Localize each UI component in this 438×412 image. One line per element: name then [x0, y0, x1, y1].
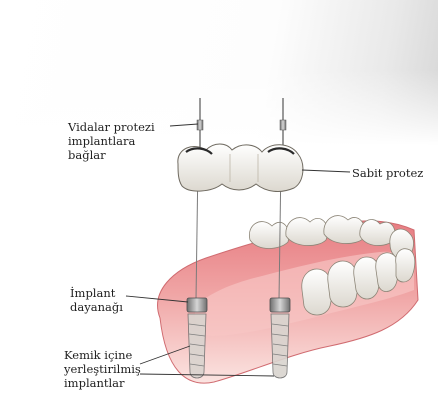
fixed-prosthesis	[178, 144, 303, 191]
label-screws: Vidalar protezi implantlara bağlar	[68, 120, 155, 162]
label-implants: Kemik içine yerleştirilmiş implantlar	[64, 348, 141, 390]
label-screws-line-2: implantlara	[68, 134, 155, 148]
label-implants-line-2: yerleştirilmiş	[64, 362, 141, 376]
label-fixed-prosthesis: Sabit protez	[352, 166, 423, 180]
label-fixed-prosthesis-line-1: Sabit protez	[352, 166, 423, 180]
label-abutment-line-1: İmplant	[70, 286, 123, 300]
label-implants-line-1: Kemik içine	[64, 348, 141, 362]
label-screws-line-1: Vidalar protezi	[68, 120, 155, 134]
label-implants-line-3: implantlar	[64, 376, 141, 390]
label-abutment: İmplant dayanağı	[70, 286, 123, 314]
label-screws-line-3: bağlar	[68, 148, 155, 162]
label-abutment-line-2: dayanağı	[70, 300, 123, 314]
